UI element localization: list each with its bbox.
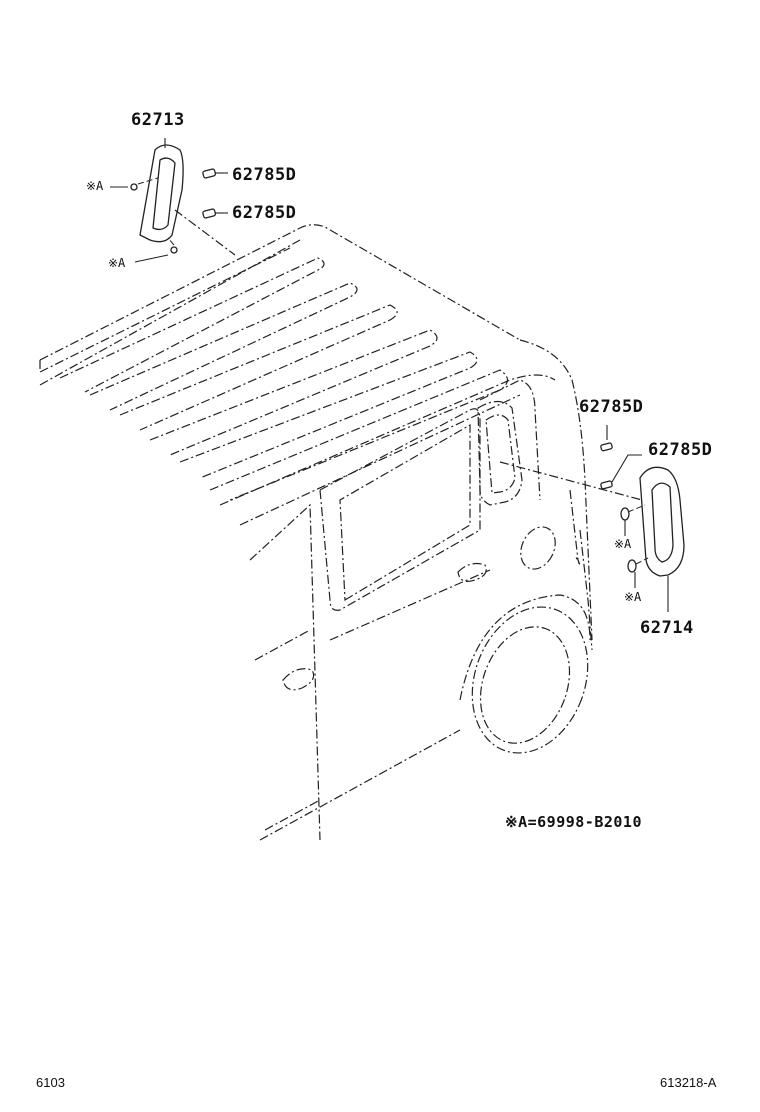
roof-edge <box>219 374 556 526</box>
label-62785d-lower-1: 62785D <box>579 397 644 417</box>
label-62785d-upper-1: 62785D <box>232 165 297 185</box>
lower-alignment-line <box>499 461 643 501</box>
label-62785d-upper-2: 62785D <box>232 203 297 223</box>
van-side-body <box>249 379 541 841</box>
rear-body-edge <box>569 489 593 651</box>
ref-a-upper-2: ※A <box>108 256 126 270</box>
lower-garnish-part <box>639 466 685 612</box>
upper-alignment-line <box>174 209 236 256</box>
fuel-lid <box>520 526 556 570</box>
door-handles <box>282 562 487 691</box>
upper-screws <box>110 177 178 263</box>
ref-a-upper-1: ※A <box>86 179 104 193</box>
legend-note: ※A=69998-B2010 <box>505 813 642 831</box>
label-62713: 62713 <box>131 110 185 130</box>
label-62785d-lower-2: 62785D <box>648 440 713 460</box>
lower-clips <box>600 425 642 490</box>
roof-ribs <box>39 239 509 501</box>
label-62714: 62714 <box>640 618 694 638</box>
lower-screws <box>620 504 649 588</box>
van-roof-outline <box>39 224 593 641</box>
footer-right-code: 613218-A <box>660 1075 717 1090</box>
rear-wheel <box>459 594 591 754</box>
upper-garnish-part <box>139 138 184 243</box>
ref-a-lower-2: ※A <box>624 590 642 604</box>
upper-clips <box>202 168 228 219</box>
footer-left-code: 6103 <box>36 1075 65 1090</box>
rear-quarter-window <box>477 400 523 506</box>
ref-a-lower-1: ※A <box>614 537 632 551</box>
